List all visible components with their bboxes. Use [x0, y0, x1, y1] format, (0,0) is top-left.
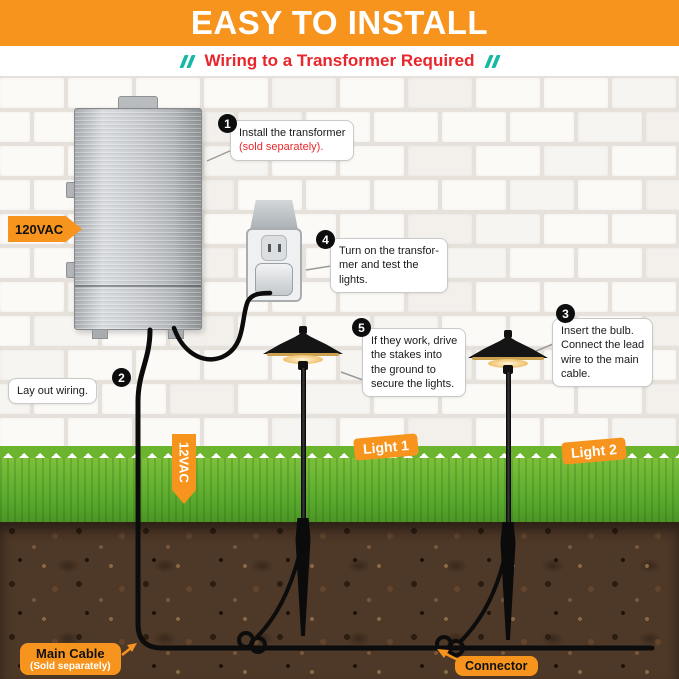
subtitle-row: Wiring to a Transformer Required — [0, 46, 679, 76]
connector-label: Connector — [455, 656, 538, 676]
step-text-4: Turn on the transfor- mer and test the l… — [339, 245, 439, 286]
power-plug — [255, 263, 293, 296]
step-note-1: (sold separately). — [239, 141, 324, 154]
light-pole — [301, 368, 306, 520]
tick-marks-left-icon — [178, 54, 196, 68]
transformer-mount-tab — [118, 96, 158, 110]
outlet-graphic — [244, 200, 306, 304]
light-stake — [500, 522, 516, 640]
outlet-cover-flap — [250, 200, 298, 230]
outlet-socket — [261, 235, 287, 261]
outlet-plate — [246, 228, 302, 302]
step-text-5: If they work, drive the stakes into the … — [371, 335, 458, 390]
light-hat — [263, 332, 343, 354]
light-hat — [468, 336, 548, 358]
step-text-1: Install the transformer — [239, 127, 346, 139]
main-cable-label-title: Main Cable — [35, 646, 105, 661]
page-title: EASY TO INSTALL — [190, 4, 489, 41]
transformer-graphic — [66, 96, 202, 342]
step-badge-3: 3 — [556, 304, 575, 323]
tick-marks-right-icon — [483, 54, 501, 68]
page-subtitle: Wiring to a Transformer Required — [204, 51, 475, 70]
step-bubble-2: Lay out wiring. — [8, 378, 97, 405]
title-banner: EASY TO INSTALL — [0, 0, 679, 46]
output-voltage-tag: 12VAC — [172, 434, 196, 504]
step-badge-2: 2 — [112, 368, 131, 387]
step-text-2: Lay out wiring. — [17, 385, 88, 397]
transformer-foot — [168, 329, 184, 339]
path-light-2 — [466, 330, 550, 650]
step-bubble-4: Turn on the transfor- mer and test the l… — [330, 238, 448, 293]
transformer-body — [74, 108, 202, 330]
main-cable-label: Main Cable (Sold separately) — [20, 643, 121, 675]
transformer-foot — [92, 329, 108, 339]
step-bubble-1: Install the transformer (sold separately… — [230, 120, 355, 161]
light-pole — [506, 372, 511, 524]
light-stake — [295, 518, 311, 636]
path-light-1 — [261, 326, 345, 646]
input-voltage-tag: 120VAC — [8, 216, 82, 242]
step-bubble-3: Insert the bulb. Connect the lead wire t… — [552, 318, 654, 388]
step-badge-1: 1 — [218, 114, 237, 133]
main-cable-label-note: (Sold separately) — [30, 661, 111, 672]
step-text-3: Insert the bulb. Connect the lead wire t… — [561, 325, 645, 380]
step-bubble-5: If they work, drive the stakes into the … — [362, 328, 467, 398]
step-badge-5: 5 — [352, 318, 371, 337]
step-badge-4: 4 — [316, 230, 335, 249]
